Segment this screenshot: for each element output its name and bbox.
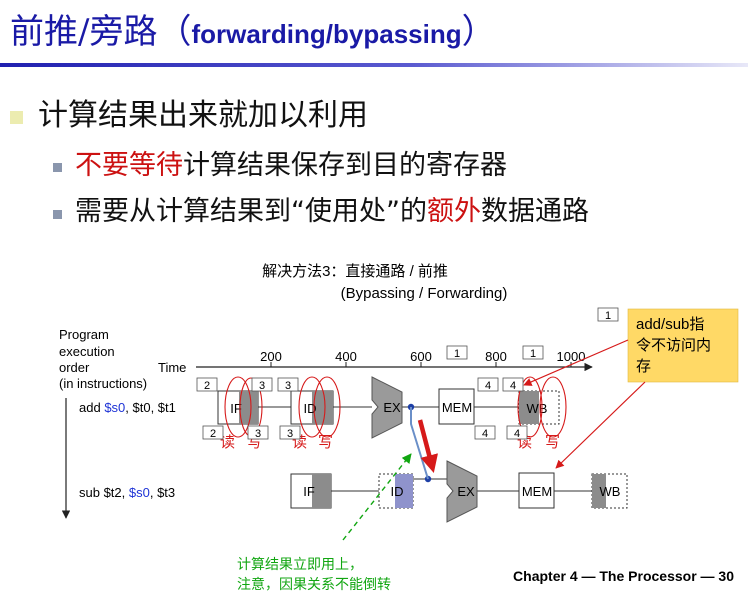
svg-text:MEM: MEM	[442, 400, 472, 415]
step-box: 2	[202, 425, 224, 440]
svg-text:1: 1	[454, 348, 460, 360]
tick-box: 1	[597, 307, 619, 322]
callout-line1: add/sub指	[636, 316, 704, 333]
svg-text:ID: ID	[304, 401, 317, 416]
title-underline	[0, 63, 748, 67]
bullet-3-text-b: 数据通路	[480, 196, 589, 227]
pipeline-row-add: IF ID EX MEM WB	[217, 376, 560, 439]
svg-text:2: 2	[204, 380, 210, 392]
svg-text:ID: ID	[391, 484, 404, 499]
step-box: 3	[279, 425, 301, 440]
svg-text:WB: WB	[600, 484, 621, 499]
callout-arrow-mem1	[523, 339, 629, 386]
svg-text:MEM: MEM	[522, 484, 552, 499]
tick-label: 400	[335, 349, 357, 364]
bullet-3-text-a: 需要从计算结果到“使用处”的	[75, 196, 427, 227]
stage-id: ID	[378, 473, 414, 509]
bullet-3-red-text: 额外	[426, 196, 481, 227]
title-paren-close: ）	[461, 12, 496, 52]
bullet-3: 需要从计算结果到“使用处”的额外数据通路	[75, 194, 589, 230]
step-box: 4	[474, 425, 496, 440]
diagram-caption-line2: (Bypassing / Forwarding)	[341, 285, 508, 302]
instruction-sub-label: sub $t2, $s0, $t3	[79, 485, 175, 500]
svg-text:IF: IF	[230, 401, 242, 416]
svg-text:3: 3	[287, 428, 293, 440]
slide-title: 前推/旁路（forwarding/bypassing）	[10, 8, 496, 56]
step-box: 4	[477, 377, 499, 392]
stage-id: ID	[290, 390, 334, 425]
write-label: 写	[318, 434, 333, 451]
svg-text:IF: IF	[303, 484, 315, 499]
tick-label: 800	[485, 349, 507, 364]
tick-label: 1000	[557, 349, 586, 364]
step-box: 2	[196, 377, 218, 392]
axis-label-line3: order	[59, 360, 90, 375]
bullet-2-red-text: 不要等待	[75, 150, 183, 181]
stage-wb: WB	[591, 473, 628, 509]
title-paren-open: （	[157, 12, 192, 52]
diagram-caption-line1: 解决方法3：直接通路 / 前推	[262, 263, 448, 280]
axis-label-line2: execution	[59, 344, 115, 359]
read-label: 读	[220, 434, 235, 451]
svg-text:1: 1	[605, 310, 611, 322]
green-note-line1: 计算结果立即用上，	[237, 556, 363, 572]
svg-text:1: 1	[530, 348, 536, 360]
axis-label-line1: Program	[59, 327, 109, 342]
svg-text:2: 2	[210, 428, 216, 440]
bullet-1: 计算结果出来就加以利用	[38, 98, 368, 133]
svg-text:4: 4	[510, 380, 516, 392]
tick-label: 600	[410, 349, 432, 364]
step-box: 3	[251, 377, 273, 392]
callout-line3: 存	[636, 358, 651, 375]
pipeline-row-sub: IF ID EX MEM WB	[290, 460, 628, 523]
time-label: Time	[158, 360, 186, 375]
stage-if: IF	[290, 473, 332, 509]
bullet-2: 不要等待计算结果保存到目的寄存器	[75, 148, 507, 184]
stage-if: IF	[217, 390, 259, 425]
green-note-line2: 注意，因果关系不能倒转	[237, 576, 391, 592]
stage-wb: WB	[518, 390, 560, 425]
bullet-square-icon	[10, 111, 23, 124]
bullet-2-text: 计算结果保存到目的寄存器	[183, 150, 507, 181]
callout-line2: 令不访问内	[636, 337, 711, 354]
tick-label: 200	[260, 349, 282, 364]
svg-text:EX: EX	[457, 484, 475, 499]
forward-red-arrow	[417, 419, 438, 473]
slide-footer: Chapter 4 — The Processor — 30	[513, 568, 734, 584]
step-box: 4	[506, 425, 528, 440]
sub-bullet-square-icon	[53, 163, 62, 172]
green-note-arrow	[342, 453, 412, 541]
svg-text:4: 4	[514, 428, 520, 440]
svg-text:3: 3	[255, 428, 261, 440]
step-box: 3	[247, 425, 269, 440]
instruction-add-label: add $s0, $t0, $t1	[79, 400, 176, 415]
tick-box: 1	[522, 345, 544, 360]
write-label: 写	[545, 434, 560, 451]
svg-text:3: 3	[285, 380, 291, 392]
step-box: 4	[502, 377, 524, 392]
step-box: 3	[277, 377, 299, 392]
stage-ex-alu: EX	[446, 460, 478, 523]
svg-text:EX: EX	[383, 400, 401, 415]
tick-box: 1	[446, 345, 468, 360]
stage-mem: MEM	[518, 472, 555, 509]
svg-text:WB: WB	[527, 401, 548, 416]
title-chinese: 前推/旁路	[10, 12, 158, 52]
svg-text:4: 4	[485, 380, 491, 392]
stage-ex-alu: EX	[371, 376, 403, 439]
axis-label-line4: (in instructions)	[59, 376, 147, 391]
svg-text:3: 3	[259, 380, 265, 392]
sub-bullet-square-icon	[53, 210, 62, 219]
callout-arrow-mem2	[555, 381, 646, 469]
stage-mem: MEM	[438, 388, 475, 425]
title-english: forwarding/bypassing	[191, 19, 462, 49]
svg-text:4: 4	[482, 428, 488, 440]
callout-box: add/sub指 令不访问内 存	[627, 308, 739, 383]
